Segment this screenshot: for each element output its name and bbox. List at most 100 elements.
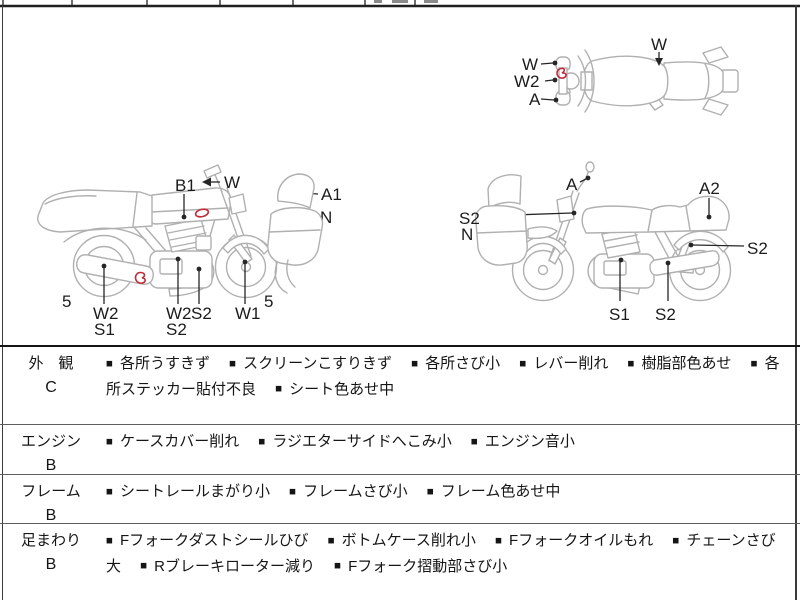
note-text: Fフォークダストシールひび — [119, 532, 309, 549]
seat-divider — [704, 63, 710, 99]
label-s2-engine: S2 — [166, 320, 187, 339]
note-item: ■ラジエターサイドへこみ小 — [258, 433, 451, 450]
rear-grab-rail-top — [702, 46, 729, 64]
note-item: ■ スクリーンこすりきず — [229, 355, 392, 372]
label-s1-muffler: S1 — [94, 320, 115, 339]
label-s2-fork: S2 — [459, 209, 480, 228]
note-text: Fフォーク摺動部さび小 — [348, 557, 508, 575]
note-item: ■ シートレールまがり小 — [106, 483, 270, 500]
label-w1-fork: W1 — [235, 304, 261, 323]
top-view-leaders — [540, 52, 663, 103]
sheet-right-border — [795, 5, 797, 600]
mirror — [585, 161, 595, 173]
damage-mark-tank — [194, 208, 210, 218]
label-w2-engine: W2 — [166, 304, 192, 323]
bullet-icon: ■ — [627, 357, 635, 370]
bullet-icon: ■ — [106, 485, 113, 498]
note-text: Fフォークオイルもれ — [509, 532, 654, 549]
cowl-seam — [476, 230, 528, 234]
note-text: スクリーンこすりきず — [243, 355, 393, 372]
rear-grab-rail-bottom — [702, 98, 729, 116]
grade-value: C — [45, 379, 57, 396]
headlight — [228, 193, 247, 215]
grade-value: B — [45, 556, 57, 573]
cropped-header-row — [0, 0, 800, 8]
frame-tube-1 — [654, 231, 671, 261]
engine-cover — [603, 260, 627, 276]
note-text: チェーンさび大 — [106, 532, 776, 575]
table-row-exterior: 外 観 C ■各所うすきず ■スクリーンこすりきず ■各所さび小 ■レバー削れ … — [0, 347, 800, 425]
front-fender-arc — [584, 49, 595, 113]
bullet-icon: ■ — [229, 357, 237, 370]
damage-mark-muffler — [134, 271, 146, 284]
note-text: シートレールまがり小 — [119, 483, 270, 500]
note-item: ■フレームさび小 — [289, 483, 408, 500]
bullet-icon: ■ — [140, 560, 148, 572]
rear-fender-arc — [63, 227, 147, 243]
muffler — [649, 250, 720, 276]
header-cell-borders — [2, 0, 416, 5]
fuel-tank-top — [582, 55, 669, 107]
note-text: 樹脂部色あせ — [641, 355, 732, 372]
category-label: エンジン — [20, 433, 81, 450]
note-item: ■Rブレーキローター減り — [140, 558, 315, 575]
note-text: 各所さび小 — [425, 355, 501, 372]
note-text: 各所ステッカー貼付不良 — [106, 355, 780, 398]
rear-fender — [673, 230, 729, 253]
label-a1-screen: A1 — [321, 185, 342, 204]
label-a-lever: A — [529, 90, 541, 109]
windscreen — [277, 173, 315, 209]
bullet-icon: ■ — [426, 485, 434, 498]
label-s2-frame: S2 — [191, 304, 212, 323]
table-row-frame: フレーム B ■ シートレールまがり小 ■フレームさび小 ■ フレーム色あせ中 — [0, 475, 800, 524]
label-five-front: 5 — [264, 292, 273, 311]
bullet-icon: ■ — [750, 357, 758, 370]
grade-value: B — [45, 507, 57, 524]
bullet-icon: ■ — [470, 435, 478, 448]
tail-trim-line — [44, 195, 97, 205]
bullet-icon: ■ — [519, 357, 527, 370]
frame-tube-2 — [663, 230, 680, 259]
category-label: 外 観 — [28, 355, 74, 372]
headlight — [556, 195, 575, 223]
label-s1-engine: S1 — [609, 305, 630, 324]
note-text: フレーム色あせ中 — [440, 483, 561, 500]
bullet-icon: ■ — [495, 534, 503, 547]
seat-divider — [132, 192, 138, 227]
sheet-left-border — [2, 5, 3, 600]
note-item: ■チェーンさび大 — [106, 532, 776, 575]
label-w2-muffler: W2 — [93, 304, 119, 323]
front-fender — [222, 234, 270, 255]
notes-cell: ■ シートレールまがり小 ■フレームさび小 ■ フレーム色あせ中 — [102, 475, 800, 523]
front-hub — [537, 264, 549, 276]
label-w-handlebar-side: W — [224, 173, 240, 192]
note-item: ■ 樹脂部色あせ — [628, 355, 732, 372]
label-a-mirror: A — [566, 175, 578, 194]
bullet-icon: ■ — [275, 383, 283, 395]
bullet-icon: ■ — [106, 534, 113, 547]
tank-neck — [580, 71, 593, 91]
motorcycle-top-view — [555, 46, 739, 116]
category-cell: フレーム B — [0, 475, 102, 524]
bullet-icon: ■ — [258, 435, 266, 448]
fuel-tank — [581, 205, 653, 234]
front-cowl-view-left — [267, 173, 324, 294]
note-text: シート色あせ中 — [289, 380, 395, 398]
note-text: エンジン音小 — [484, 433, 575, 450]
fender-piece — [527, 226, 558, 240]
label-n-cowl-right: N — [461, 225, 473, 244]
seat-tail-unit — [647, 195, 730, 233]
note-item: ■各所さび小 — [411, 355, 500, 372]
note-text: ボトムケース削れ小 — [341, 532, 476, 549]
label-w2-front: W2 — [514, 72, 540, 91]
note-item: ■各所ステッカー貼付不良 — [106, 355, 780, 398]
damage-mark-front — [556, 67, 567, 79]
seat-tail-unit — [37, 189, 153, 233]
note-text: ケースカバー削れ — [119, 433, 240, 450]
note-item: ■ フレーム色あせ中 — [427, 483, 561, 500]
note-item: ■Fフォーク摺動部さび小 — [334, 558, 507, 575]
fender-arc-inner — [286, 259, 296, 288]
category-label: 足まわり — [20, 532, 81, 549]
